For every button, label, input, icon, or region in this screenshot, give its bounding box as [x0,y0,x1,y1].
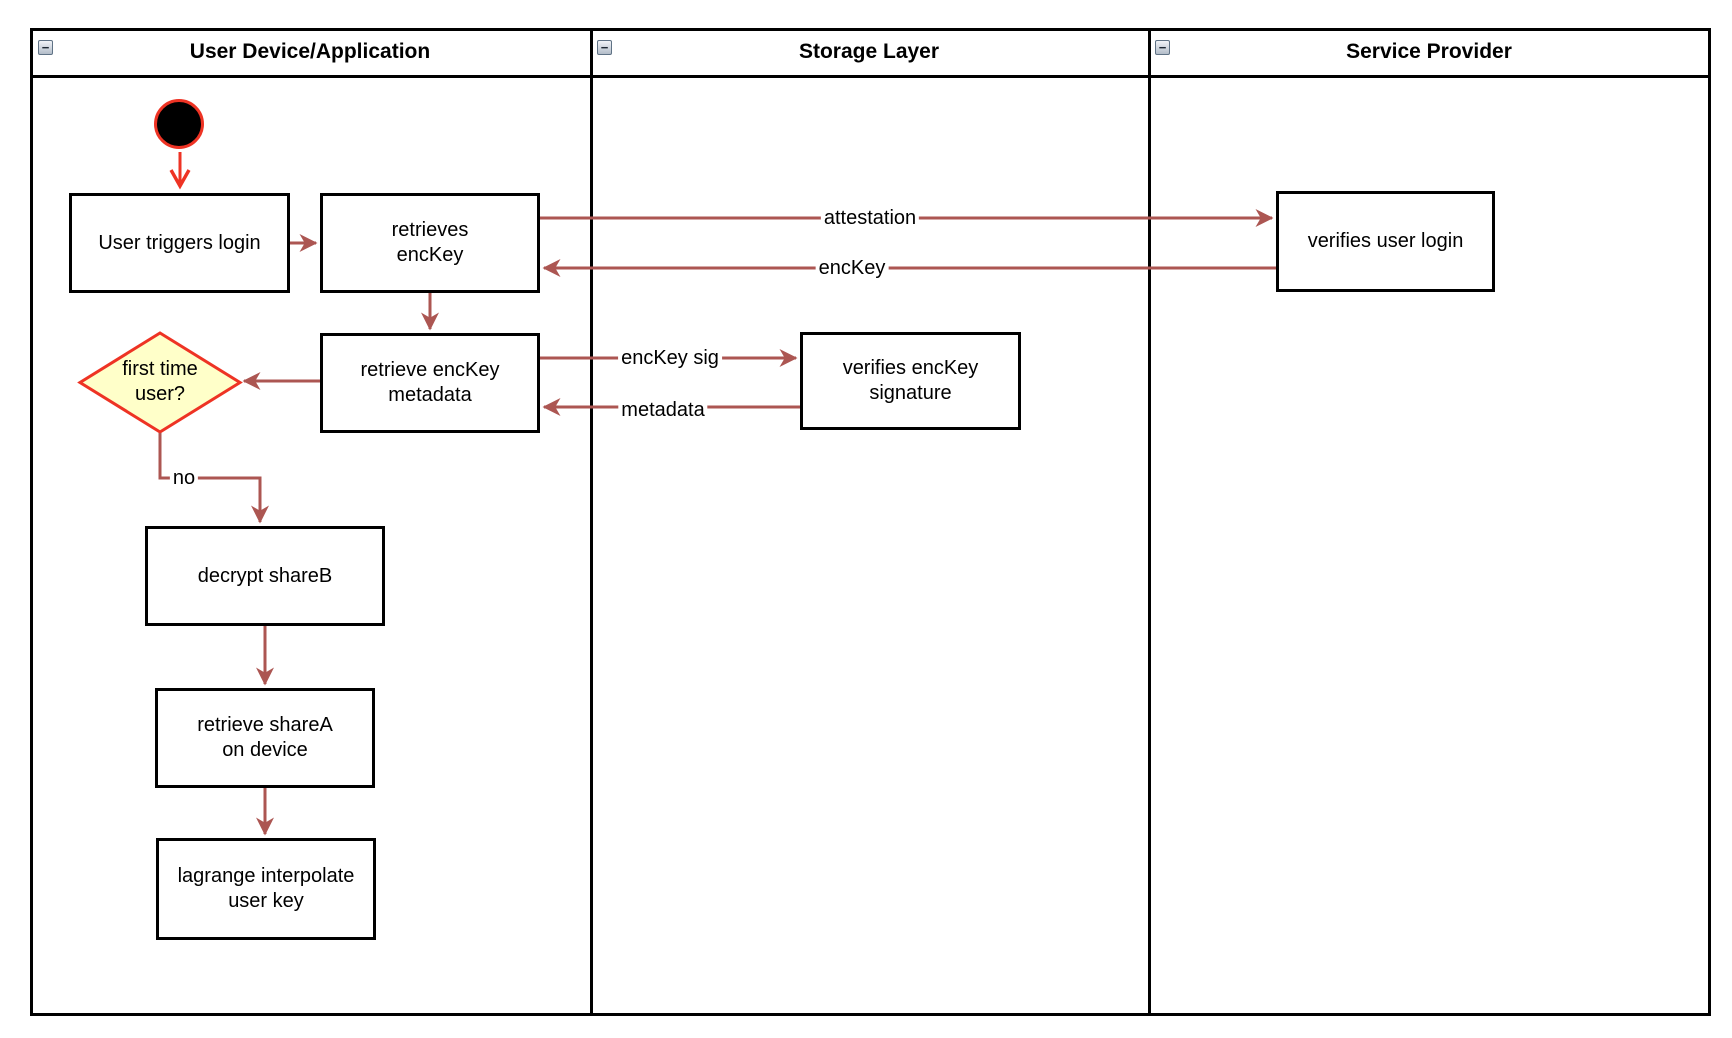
edge-label-enckey-sig: encKey sig [618,347,722,369]
lane-header-divider [30,75,1711,78]
activity-user-triggers-login[interactable]: User triggers login [69,193,290,293]
lane-header-user-device[interactable]: User Device/Application [33,32,587,72]
lane-header-service-provider[interactable]: Service Provider [1151,32,1707,72]
activity-verifies-user-login[interactable]: verifies user login [1276,191,1495,292]
activity-retrieve-enckey-metadata[interactable]: retrieve encKey metadata [320,333,540,433]
activity-decrypt-shareb[interactable]: decrypt shareB [145,526,385,626]
lane-title-service-provider: Service Provider [1346,40,1512,63]
start-node[interactable] [154,99,204,149]
activity-retrieves-enckey[interactable]: retrieves encKey [320,193,540,293]
lane-title-user-device: User Device/Application [189,40,431,63]
collapse-lane-button-1[interactable]: − [38,40,53,55]
minus-icon: − [1158,40,1167,55]
lane-divider-2 [1148,28,1151,1016]
edge-label-enckey: encKey [815,257,889,279]
lane-divider-1 [590,28,593,1016]
pool-frame [30,28,1711,1016]
minus-icon: − [600,40,609,55]
activity-retrieve-sharea[interactable]: retrieve shareA on device [155,688,375,788]
collapse-lane-button-3[interactable]: − [1155,40,1170,55]
minus-icon: − [41,40,50,55]
edge-label-no: no [169,467,199,489]
edge-label-metadata: metadata [618,399,708,421]
lane-title-storage-layer: Storage Layer [798,40,940,63]
collapse-lane-button-2[interactable]: − [597,40,612,55]
decision-label-first-time-user: first time user? [122,358,198,405]
edge-label-attestation: attestation [820,207,920,229]
lane-header-storage-layer[interactable]: Storage Layer [593,32,1145,72]
activity-lagrange-interpolate[interactable]: lagrange interpolate user key [156,838,376,940]
activity-verifies-enckey-signature[interactable]: verifies encKey signature [800,332,1021,430]
